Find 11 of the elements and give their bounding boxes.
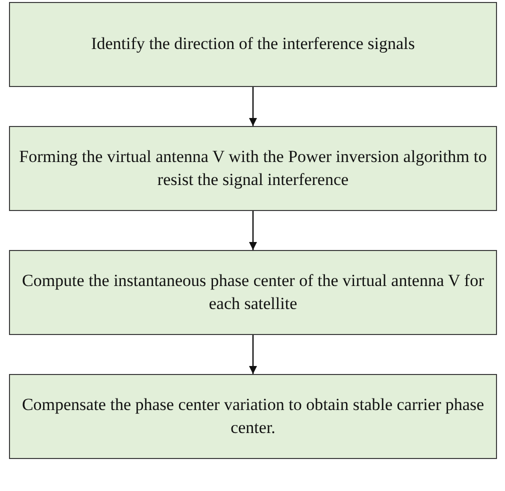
step-text: Compute the instantaneous phase center of the virtual antenna V for each satellite <box>20 270 485 314</box>
process-box <box>9 2 497 87</box>
process-box <box>9 126 497 211</box>
step-text: Compensate the phase center variation to obtain stable carrier phase center. <box>20 394 486 438</box>
process-box <box>9 374 497 459</box>
arrow <box>249 87 257 126</box>
process-box <box>9 250 497 335</box>
arrow <box>249 335 257 374</box>
arrow <box>249 211 257 250</box>
step-text: Forming the virtual antenna V with the Power inversion algorithm to resist the signal interference <box>18 146 488 191</box>
step-text: Identify the direction of the interference signals <box>91 33 415 56</box>
